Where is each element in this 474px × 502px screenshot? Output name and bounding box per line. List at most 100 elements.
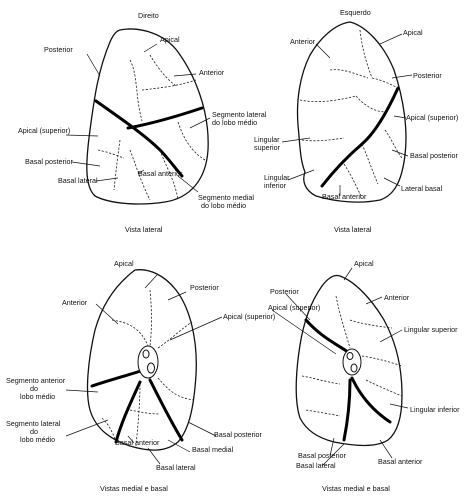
segment-line xyxy=(335,295,351,349)
label-apical-superior: Apical (superior) xyxy=(223,312,275,321)
caption-vista-lateral-left: Vista lateral xyxy=(125,225,163,234)
panel-right-lung-lateral: Direito Posterior Apical Anterior Apical… xyxy=(18,11,267,234)
leader-line xyxy=(389,403,409,409)
label-posterior: Posterior xyxy=(190,283,219,292)
segment-line xyxy=(141,79,197,91)
segment-line xyxy=(384,129,403,159)
leader-line xyxy=(391,149,409,157)
leader-line xyxy=(144,274,158,289)
segment-line xyxy=(359,29,373,79)
label-seg-anterior-3: lobo médio xyxy=(20,392,55,401)
leader-line xyxy=(391,74,413,79)
segment-line xyxy=(365,379,403,397)
oblique-fissure xyxy=(320,86,400,188)
label-seg-anterior-2: do xyxy=(30,384,38,393)
leader-line xyxy=(379,439,393,459)
label-apical: Apical xyxy=(403,28,423,37)
segment-line xyxy=(355,95,387,113)
segment-line xyxy=(129,409,161,415)
leader-line xyxy=(167,291,187,301)
caption-vista-lateral-right: Vista lateral xyxy=(334,225,372,234)
label-lingular-inferior-1: Lingular xyxy=(264,173,290,182)
label-lingular-superior-2: superior xyxy=(254,143,281,152)
leader-line xyxy=(127,435,135,444)
right-lung-medial-outline xyxy=(86,269,197,451)
oblique-fissure-medial xyxy=(148,378,184,442)
leader-line xyxy=(393,115,407,119)
leader-line xyxy=(95,303,119,325)
leader-line xyxy=(86,53,101,77)
label-basal-anterior: Basal anterior xyxy=(322,192,367,201)
heading-direito: Direito xyxy=(138,11,159,20)
label-apical-superior: Apical (superior) xyxy=(18,126,70,135)
left-lung-lateral-outline xyxy=(296,21,407,203)
segment-line xyxy=(371,77,399,89)
segment-line xyxy=(301,137,345,142)
label-apical-superior: Apical (superior) xyxy=(268,303,320,312)
segment-line xyxy=(361,355,403,367)
segment-line xyxy=(177,121,206,161)
leader-line xyxy=(177,175,199,193)
leader-line xyxy=(365,296,383,305)
leader-line xyxy=(95,177,119,182)
label-basal-lateral: Basal lateral xyxy=(58,176,98,185)
leader-line xyxy=(143,43,158,53)
panel-right-lung-medial: Apical Posterior Anterior Apical (superi… xyxy=(6,259,275,493)
segment-line xyxy=(343,163,363,199)
segment-line xyxy=(135,383,141,447)
oblique-fissure xyxy=(114,380,142,444)
leader-line xyxy=(71,161,101,167)
label-lingular-superior: Lingular superior xyxy=(404,325,458,334)
oblique-fissure-basal xyxy=(342,378,352,442)
label-basal-posterior: Basal posterior xyxy=(298,451,347,460)
leader-line xyxy=(169,316,223,341)
heading-esquerdo: Esquerdo xyxy=(340,8,371,17)
label-anterior: Anterior xyxy=(384,293,410,302)
leader-line xyxy=(379,33,403,45)
label-anterior: Anterior xyxy=(199,68,225,77)
left-lung-medial-outline xyxy=(295,274,403,447)
label-lingular-inferior-2: inferior xyxy=(264,181,287,190)
leader-line xyxy=(167,439,191,453)
label-lateral-basal: Lateral basal xyxy=(401,184,443,193)
label-anterior: Anterior xyxy=(62,298,88,307)
leader-line xyxy=(271,309,337,355)
right-lung-lateral-outline xyxy=(86,28,209,205)
leader-line xyxy=(315,43,331,59)
segment-line xyxy=(157,321,193,349)
label-basal-posterior: Basal posterior xyxy=(214,430,263,439)
label-posterior: Posterior xyxy=(270,287,299,296)
leader-line xyxy=(321,443,345,467)
leader-line xyxy=(173,73,197,77)
label-lingular-superior-1: Lingular xyxy=(254,135,280,144)
caption-vistas-medial-basal-left: Vistas medial e basal xyxy=(100,484,168,493)
segment-line xyxy=(305,409,341,417)
label-segmento-lateral-1: Segmento lateral xyxy=(212,110,267,119)
segment-line xyxy=(349,319,393,329)
panel-left-lung-medial: Apical Posterior Anterior Apical (superi… xyxy=(268,259,460,493)
label-apical: Apical xyxy=(114,259,134,268)
segment-line xyxy=(101,417,117,443)
leader-line xyxy=(343,267,353,281)
label-apical: Apical xyxy=(354,259,374,268)
label-basal-anterior: Basal anterior xyxy=(378,457,423,466)
hilum-vessel xyxy=(350,363,358,373)
leader-line xyxy=(65,389,99,393)
label-basal-posterior: Basal posterior xyxy=(25,157,74,166)
label-seg-lateral-2: do xyxy=(30,427,38,436)
caption-vistas-medial-basal-right: Vistas medial e basal xyxy=(322,484,390,493)
label-basal-medial: Basal medial xyxy=(192,445,234,454)
leader-line xyxy=(147,447,161,465)
leader-line xyxy=(65,134,99,137)
leader-line xyxy=(329,437,335,457)
segment-line xyxy=(149,54,177,87)
label-posterior: Posterior xyxy=(413,71,442,80)
segment-line xyxy=(157,377,195,401)
hilum-bronchus xyxy=(142,349,150,359)
leader-line xyxy=(379,329,403,343)
label-segmento-lateral-2: do lobo médio xyxy=(212,118,257,127)
label-anterior: Anterior xyxy=(290,37,316,46)
label-lingular-inferior: Lingular inferior xyxy=(410,405,460,414)
leader-line xyxy=(189,117,211,129)
